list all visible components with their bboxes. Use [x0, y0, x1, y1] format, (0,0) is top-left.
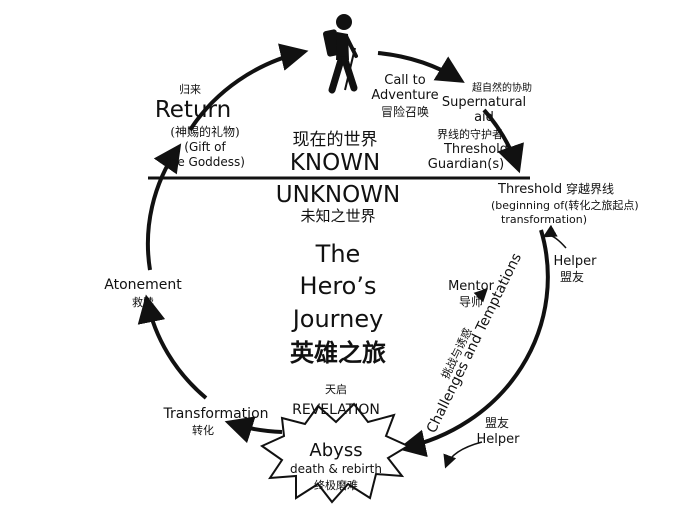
title-line-1: The [315, 240, 361, 268]
abyss-zh: 终极磨难 [314, 478, 358, 492]
arc-trials [397, 229, 550, 458]
stage-threshold-guardian: 界线的守护者 Threshold Guardian(s) [428, 127, 508, 172]
arc-guardian-to-threshold [482, 108, 524, 174]
unknown-world: UNKNOWN [276, 182, 400, 208]
supernatural-zh: 超自然的协助 [472, 81, 532, 94]
atonement-label: Atonement [104, 277, 182, 293]
arc-return-to-start [188, 43, 309, 132]
threshold-sub-1: (beginning of(转化之旅起点) [491, 198, 639, 212]
gift-zh: (神赐的礼物) [170, 124, 239, 139]
stage-supernatural-aid: 超自然的协助 Supernatural aid [442, 81, 532, 125]
stage-atonement: Atonement 救赎 [104, 277, 182, 309]
gift-label-2: the Goddess) [165, 155, 245, 169]
threshold-label: Threshold [497, 182, 562, 197]
helper-top-arrow [542, 224, 567, 249]
guardian-label-2: Guardian(s) [428, 157, 504, 172]
journey-cycle [137, 43, 550, 458]
revelation-label: REVELATION [292, 402, 380, 418]
starburst-icon [259, 402, 411, 504]
arc-abyss-to-transformation [224, 416, 283, 444]
arc-call-to-threshold [377, 51, 465, 83]
known-world-zh: 现在的世界 [293, 130, 378, 150]
title-line-2: Hero’s [300, 272, 377, 300]
threshold-zh: 穿越界线 [566, 181, 614, 196]
revelation-zh: 天启 [325, 383, 347, 396]
helper-bottom-zh: 盟友 [485, 416, 509, 430]
arc-transformation-to-atonement [137, 294, 208, 400]
title-chinese: 英雄之旅 [290, 339, 386, 367]
call-label-zh: 冒险召唤 [381, 104, 429, 119]
stage-helper-bottom: 盟友 Helper [477, 416, 521, 447]
atonement-zh: 救赎 [132, 295, 154, 309]
unknown-world-zh: 未知之世界 [300, 207, 375, 225]
stage-return: 归来 Return (神赐的礼物) (Gift of the Goddess) [155, 82, 245, 169]
helper-top-label: Helper [554, 254, 598, 269]
call-label-1: Call to [384, 73, 425, 88]
abyss-sub: death & rebirth [290, 462, 382, 476]
stage-revelation: 天启 REVELATION [292, 383, 380, 418]
transformation-zh: 转化 [192, 423, 214, 437]
arc-atonement-to-return [145, 143, 182, 271]
stage-call-to-adventure: Call to Adventure 冒险召唤 [371, 73, 438, 119]
mentor-label: Mentor [448, 279, 495, 294]
threshold-sub-2: transformation) [501, 213, 587, 226]
stage-helper-top: Helper 盟友 [554, 254, 598, 284]
helper-bottom-label: Helper [477, 432, 521, 447]
helper-top-zh: 盟友 [560, 270, 584, 284]
known-world: KNOWN [290, 150, 380, 176]
return-zh: 归来 [179, 82, 201, 96]
gift-label-1: (Gift of [184, 140, 226, 154]
stage-abyss: Abyss death & rebirth 终极磨难 [290, 440, 382, 492]
return-label: Return [155, 97, 231, 123]
guardian-zh: 界线的守护者 [437, 127, 503, 141]
guardian-label-1: Threshold [443, 142, 508, 157]
title-line-3: Journey [291, 305, 384, 333]
supernatural-label-2: aid [474, 110, 494, 125]
stage-threshold: Threshold 穿越界线 (beginning of(转化之旅起点) tra… [491, 181, 639, 226]
helper-bottom-arrow [443, 441, 483, 469]
supernatural-label-1: Supernatural [442, 95, 526, 110]
mentor-zh: 导师 [459, 295, 483, 309]
center-title: The Hero’s Journey 英雄之旅 [290, 240, 386, 367]
hiker-icon [323, 14, 358, 94]
abyss-label: Abyss [309, 440, 362, 461]
stage-mentor: Mentor 导师 [448, 279, 495, 309]
mentor-arrow [473, 288, 488, 303]
call-label-2: Adventure [371, 88, 438, 103]
worlds: 现在的世界 KNOWN UNKNOWN 未知之世界 [276, 130, 400, 225]
transformation-label: Transformation [162, 406, 268, 422]
stage-transformation: Transformation 转化 [162, 406, 268, 437]
